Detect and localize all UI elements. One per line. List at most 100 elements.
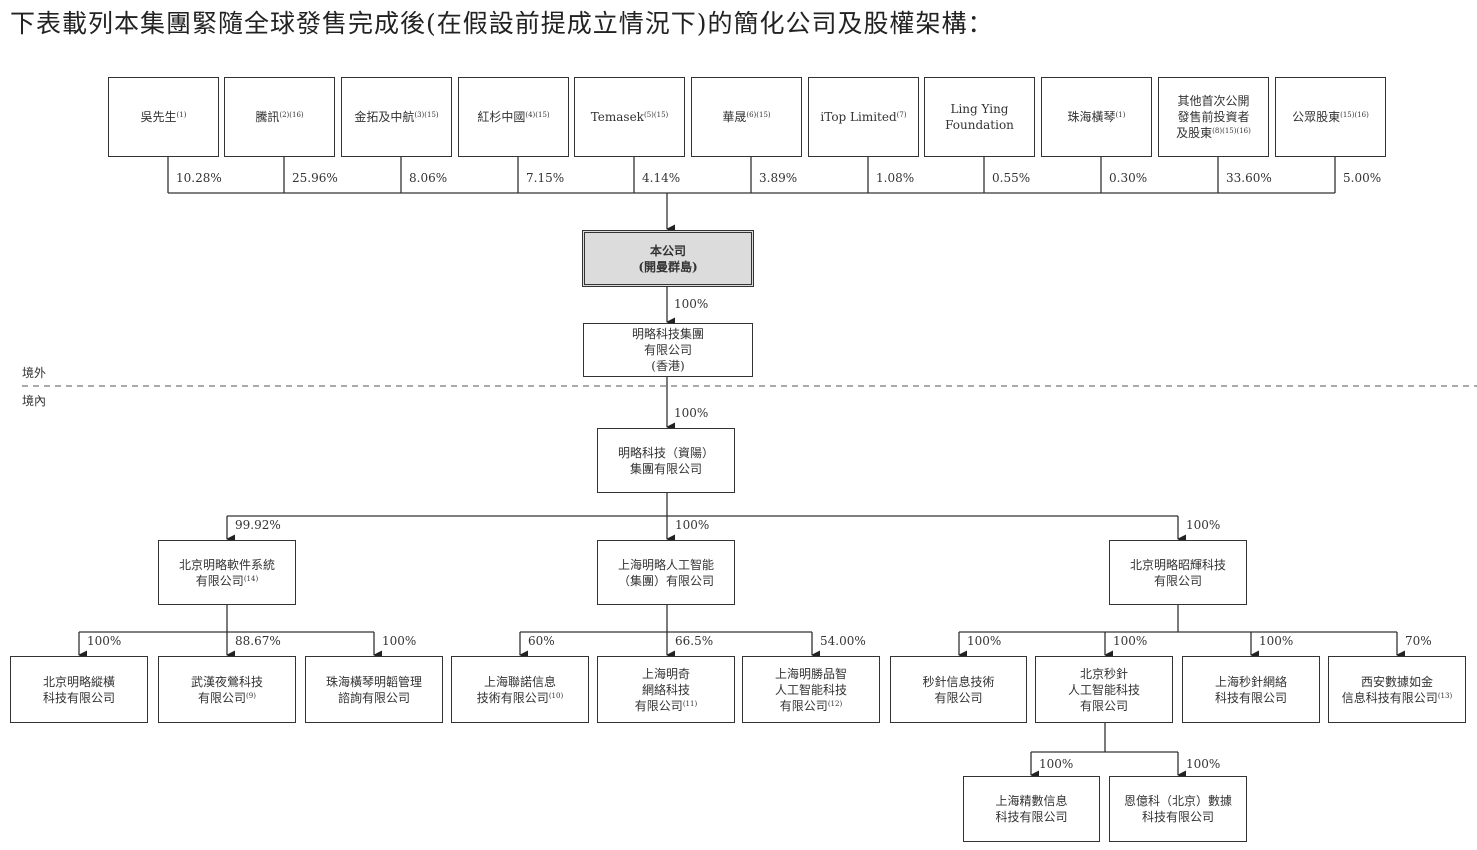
shareholder-box-label: 吳先生(1): [140, 110, 187, 124]
level3-subsidiary-box-label: 上海明略人工智能 （集團）有限公司: [617, 557, 714, 588]
level5-subsidiary-box: 上海精數信息 科技有限公司: [963, 776, 1100, 842]
shareholder-box-label: Temasek(5)(15): [590, 110, 669, 124]
level5-subsidiary-box-label: 上海精數信息 科技有限公司: [995, 794, 1068, 824]
level3-percentage: 99.92%: [235, 518, 281, 532]
shareholder-box: 金拓及中航(3)(15): [341, 77, 452, 157]
shareholding-percentage: 0.55%: [992, 171, 1031, 185]
footnote-ref: (12): [827, 699, 843, 708]
level4-percentage: 100%: [382, 634, 417, 648]
level4-subsidiary-box: 上海秒針網絡 科技有限公司: [1182, 656, 1320, 723]
footnote-ref: (10): [548, 691, 564, 700]
shareholder-box: Temasek(5)(15): [574, 77, 685, 157]
level5-subsidiary-box: 恩億科（北京）數據 科技有限公司: [1109, 776, 1247, 842]
level3-percentage: 100%: [675, 518, 710, 532]
level3-subsidiary-box: 上海明略人工智能 （集團）有限公司: [597, 540, 735, 605]
shareholder-box-label: 公眾股東(15)(16): [1292, 110, 1369, 124]
hk-subsidiary-box-label: 明略科技集團 有限公司 (香港): [631, 327, 704, 373]
shareholding-percentage: 33.60%: [1226, 171, 1272, 185]
zone-onshore-label: 境內: [22, 394, 47, 408]
level4-percentage: 66.5%: [675, 634, 714, 648]
shareholding-percentage: 0.30%: [1109, 171, 1148, 185]
footnote-ref: (5)(15): [643, 111, 669, 119]
footnote-ref: (4)(15): [525, 111, 550, 119]
shareholder-box: 華晟(6)(15): [691, 77, 802, 157]
shareholding-percentage: 4.14%: [642, 171, 681, 185]
ziyang-group-box-label: 明略科技（資陽） 集團有限公司: [617, 445, 714, 476]
level4-subsidiary-box-label: 西安數據如金 信息科技有限公司(13): [1341, 674, 1453, 705]
level4-subsidiary-box-label: 秒針信息技術 有限公司: [922, 674, 995, 705]
shareholder-box-label: 騰訊(2)(16): [255, 110, 304, 124]
level4-subsidiary-box-label: 北京明略縱橫 科技有限公司: [42, 674, 115, 705]
shareholder-box-label: 金拓及中航(3)(15): [354, 110, 439, 124]
footnote-ref: (15)(16): [1340, 111, 1369, 119]
shareholder-box: 紅杉中國(4)(15): [458, 77, 569, 157]
level4-subsidiary-box: 西安數據如金 信息科技有限公司(13): [1328, 656, 1466, 723]
shareholder-box: 吳先生(1): [108, 77, 219, 157]
shareholder-box: iTop Limited(7): [808, 77, 919, 157]
level4-percentage: 100%: [1259, 634, 1294, 648]
hk-percentage: 100%: [674, 297, 709, 311]
level4-percentage: 100%: [967, 634, 1002, 648]
level3-subsidiary-box: 北京明略軟件系統 有限公司(14): [158, 540, 296, 605]
shareholder-box: 珠海橫琴(1): [1041, 77, 1152, 157]
level5-subsidiary-box-label: 恩億科（北京）數據 科技有限公司: [1123, 794, 1232, 824]
footnote-ref: (7): [896, 111, 907, 119]
ziyang-group-box: 明略科技（資陽） 集團有限公司: [597, 428, 735, 493]
level4-percentage: 60%: [528, 634, 555, 648]
footnote-ref: (8)(15)(16): [1212, 127, 1251, 135]
level3-subsidiary-box-label: 北京明略軟件系統 有限公司(14): [178, 557, 275, 588]
shareholder-box: 騰訊(2)(16): [224, 77, 335, 157]
footnote-ref: (2)(16): [279, 111, 304, 119]
level4-percentage: 70%: [1405, 634, 1432, 648]
company-box: 本公司 (開曼群島): [582, 230, 754, 287]
level4-subsidiary-box: 上海明勝品智 人工智能科技 有限公司(12): [742, 656, 880, 723]
shareholder-box-label: Ling Ying Foundation: [945, 102, 1014, 132]
shareholder-box-label: 紅杉中國(4)(15): [477, 110, 550, 124]
level4-subsidiary-box-label: 武漢夜鶯科技 有限公司(9): [190, 674, 263, 705]
level4-subsidiary-box-label: 上海秒針網絡 科技有限公司: [1214, 674, 1287, 705]
shareholder-box: Ling Ying Foundation: [924, 77, 1035, 157]
shareholder-box-label: iTop Limited(7): [820, 110, 907, 124]
level4-subsidiary-box: 北京明略縱橫 科技有限公司: [10, 656, 148, 723]
footnote-ref: (3)(15): [414, 111, 439, 119]
footnote-ref: (6)(15): [746, 111, 771, 119]
level4-subsidiary-box-label: 珠海橫琴明韜管理 諮詢有限公司: [325, 674, 422, 705]
shareholding-percentage: 10.28%: [176, 171, 222, 185]
level4-subsidiary-box: 武漢夜鶯科技 有限公司(9): [158, 656, 296, 723]
shareholder-box: 公眾股東(15)(16): [1275, 77, 1386, 157]
shareholder-box-label: 珠海橫琴(1): [1067, 110, 1126, 124]
shareholder-box-label: 其他首次公開 發售前投資者 及股東(8)(15)(16): [1176, 94, 1251, 140]
level4-percentage: 88.67%: [235, 634, 281, 648]
hk-subsidiary-box: 明略科技集團 有限公司 (香港): [583, 323, 753, 377]
shareholding-percentage: 1.08%: [876, 171, 915, 185]
level4-subsidiary-box-label: 上海聯諾信息 技術有限公司(10): [476, 674, 564, 705]
zone-offshore-label: 境外: [22, 366, 47, 380]
shareholding-percentage: 7.15%: [526, 171, 565, 185]
shareholding-percentage: 3.89%: [759, 171, 798, 185]
ziyang-percentage: 100%: [674, 406, 709, 420]
footnote-ref: (14): [243, 574, 259, 583]
company-box-label: 本公司 (開曼群島): [638, 243, 698, 274]
level4-subsidiary-box: 珠海橫琴明韜管理 諮詢有限公司: [305, 656, 443, 723]
level4-subsidiary-box-label: 上海明勝品智 人工智能科技 有限公司(12): [774, 666, 847, 713]
footnote-ref: (1): [1115, 111, 1126, 119]
level3-subsidiary-box: 北京明略昭輝科技 有限公司: [1109, 540, 1247, 605]
level5-percentage: 100%: [1039, 757, 1074, 771]
shareholding-percentage: 8.06%: [409, 171, 448, 185]
footnote-ref: (11): [682, 699, 698, 708]
shareholding-percentage: 25.96%: [292, 171, 338, 185]
level4-percentage: 54.00%: [820, 634, 866, 648]
footnote-ref: (13): [1437, 691, 1453, 700]
footnote-ref: (1): [176, 111, 187, 119]
shareholding-percentage: 5.00%: [1343, 171, 1382, 185]
level4-subsidiary-box: 上海明奇 網絡科技 有限公司(11): [597, 656, 735, 723]
level4-subsidiary-box: 上海聯諾信息 技術有限公司(10): [451, 656, 589, 723]
level3-percentage: 100%: [1186, 518, 1221, 532]
shareholder-box-label: 華晟(6)(15): [722, 110, 771, 124]
level4-subsidiary-box: 北京秒針 人工智能科技 有限公司: [1035, 656, 1173, 723]
level5-percentage: 100%: [1186, 757, 1221, 771]
level4-subsidiary-box: 秒針信息技術 有限公司: [890, 656, 1027, 723]
level4-subsidiary-box-label: 北京秒針 人工智能科技 有限公司: [1067, 666, 1140, 713]
page-title: 下表載列本集團緊隨全球發售完成後(在假設前提成立情況下)的簡化公司及股權架構：: [10, 9, 994, 38]
footnote-ref: (9): [246, 691, 256, 700]
